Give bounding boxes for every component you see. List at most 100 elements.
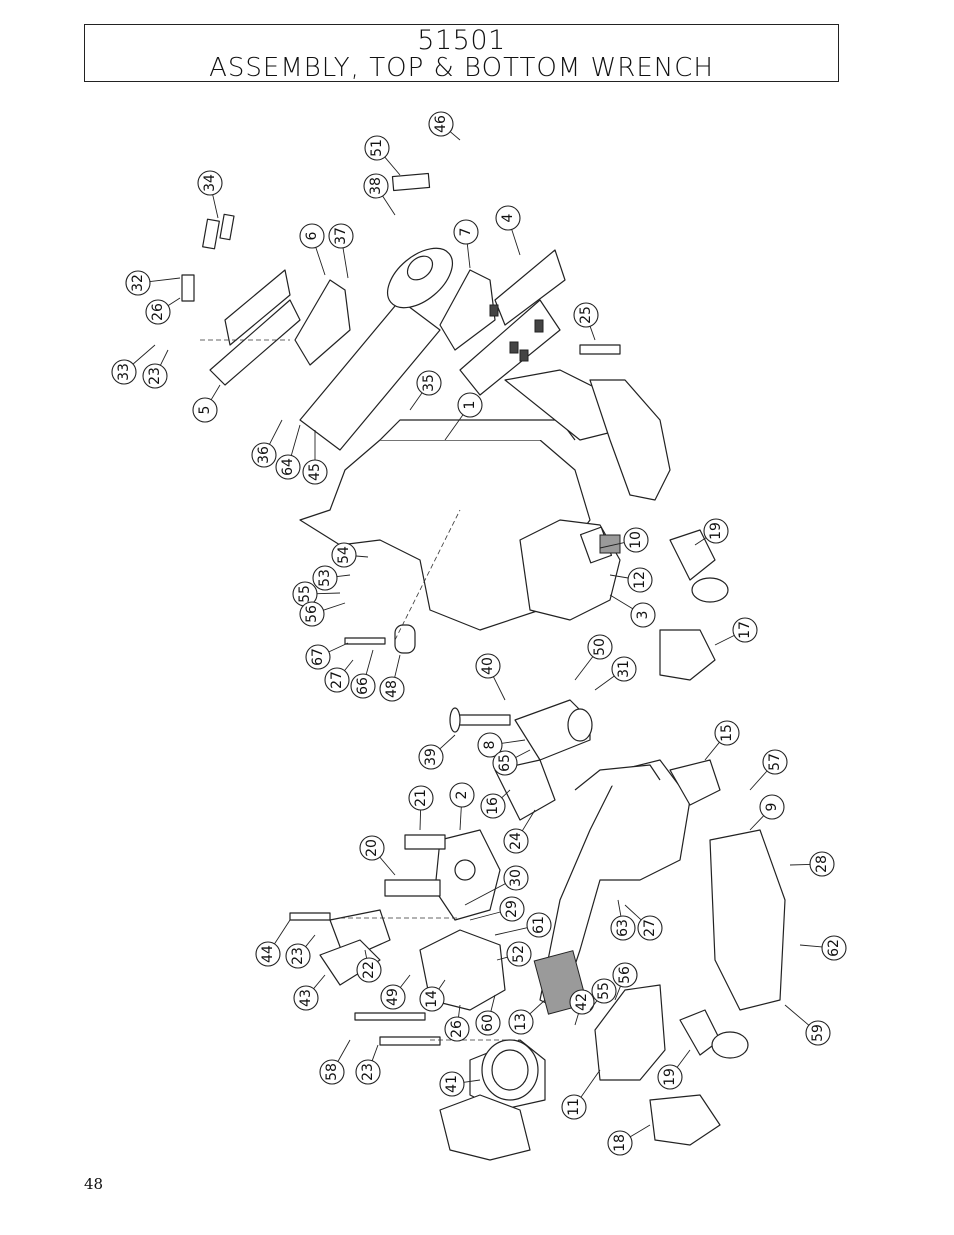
callout-8: 8 [477,732,526,758]
callout-43: 43 [293,974,326,1011]
callout-circle [359,835,385,861]
callout-circle [499,896,525,922]
callout-35: 35 [409,370,442,411]
callout-circle [457,392,483,418]
callout-55: 55 [589,978,617,1011]
callout-label: 67 [310,648,326,666]
callout-37: 37 [328,223,354,279]
leader-line [365,649,374,675]
callout-57: 57 [749,749,788,791]
title-box: 51501 ASSEMBLY, TOP & BOTTOM WRENCH [84,24,839,82]
leader-line [494,927,528,936]
callout-circle [809,851,835,877]
callout-label: 9 [764,803,780,812]
callout-label: 56 [617,966,633,984]
leader-line [749,770,768,791]
callout-15: 15 [704,720,740,761]
callout-circle [627,567,653,593]
callout-label: 1 [462,401,478,410]
callout-label: 10 [628,531,644,549]
callout-circle [610,915,636,941]
callout-circle [331,542,357,568]
callout-circle [350,673,376,699]
leader-line [337,1039,351,1062]
leader-line [342,247,349,279]
leader-line [463,1079,481,1083]
callout-3: 3 [609,594,656,628]
callout-circle [302,459,328,485]
callout-label: 25 [578,306,594,324]
callout-48: 48 [379,654,405,702]
page-title: ASSEMBLY, TOP & BOTTOM WRENCH [209,53,714,83]
callout-label: 40 [480,657,496,675]
callout-circle [111,359,137,385]
callout-circle [299,223,325,249]
callout-19: 19 [657,1049,691,1090]
callout-label: 45 [307,463,323,481]
callout-circle [637,915,663,941]
leader-line [609,594,633,610]
callout-18: 18 [607,1124,651,1156]
callout-56: 56 [299,601,346,627]
callout-label: 17 [737,621,753,639]
callout-60: 60 [475,994,501,1036]
leader-line [496,956,508,961]
callout-14: 14 [419,979,446,1012]
callout-label: 46 [433,115,449,133]
callout-53: 53 [312,565,351,591]
leader-line [439,734,456,750]
callout-circle [319,1059,345,1085]
callout-circle [591,978,617,1004]
leader-line [490,994,496,1012]
callout-circle [379,676,405,702]
callout-27: 27 [324,659,354,693]
callout-circle [328,223,354,249]
callout-circle [192,397,218,423]
callout-49: 49 [380,974,411,1010]
callout-label: 55 [596,982,612,1000]
leader-line [328,642,349,653]
callout-circle [503,828,529,854]
callout-label: 7 [458,228,474,237]
leader-line [315,247,326,276]
leader-line [501,739,526,744]
leader-line [419,809,422,831]
callout-circle [356,957,382,983]
callout-circle [416,370,442,396]
callout-circle [444,1016,470,1042]
callout-label: 34 [202,174,218,192]
callout-29: 29 [469,896,525,922]
leader-line [574,656,594,681]
leader-line [274,919,291,945]
callout-41: 41 [439,1071,481,1097]
callout-26: 26 [444,1004,470,1042]
leader-line [574,1013,579,1026]
callout-label: 60 [480,1014,496,1032]
callout-34: 34 [197,170,223,219]
callout-label: 15 [719,724,735,742]
callout-33: 33 [111,344,156,385]
callout-label: 52 [511,945,527,963]
callout-50: 50 [574,634,613,681]
callout-6: 6 [299,223,326,276]
leader-line [212,194,219,219]
callout-label: 30 [508,869,524,887]
callout-circle [495,205,521,231]
callout-circle [573,302,599,328]
leader-line [313,974,326,989]
callout-23: 23 [355,1044,381,1085]
callout-9: 9 [749,794,785,831]
callout-label: 14 [424,990,440,1008]
callout-label: 28 [814,855,830,873]
callout-circle [453,219,479,245]
callout-circle [587,634,613,660]
callout-label: 51 [369,139,385,157]
callout-2: 2 [449,782,475,831]
callout-label: 12 [632,571,648,589]
callout-label: 39 [423,748,439,766]
callout-62: 62 [799,935,847,961]
callout-circle [285,943,311,969]
callout-25: 25 [573,302,599,341]
callout-32: 32 [125,270,181,296]
